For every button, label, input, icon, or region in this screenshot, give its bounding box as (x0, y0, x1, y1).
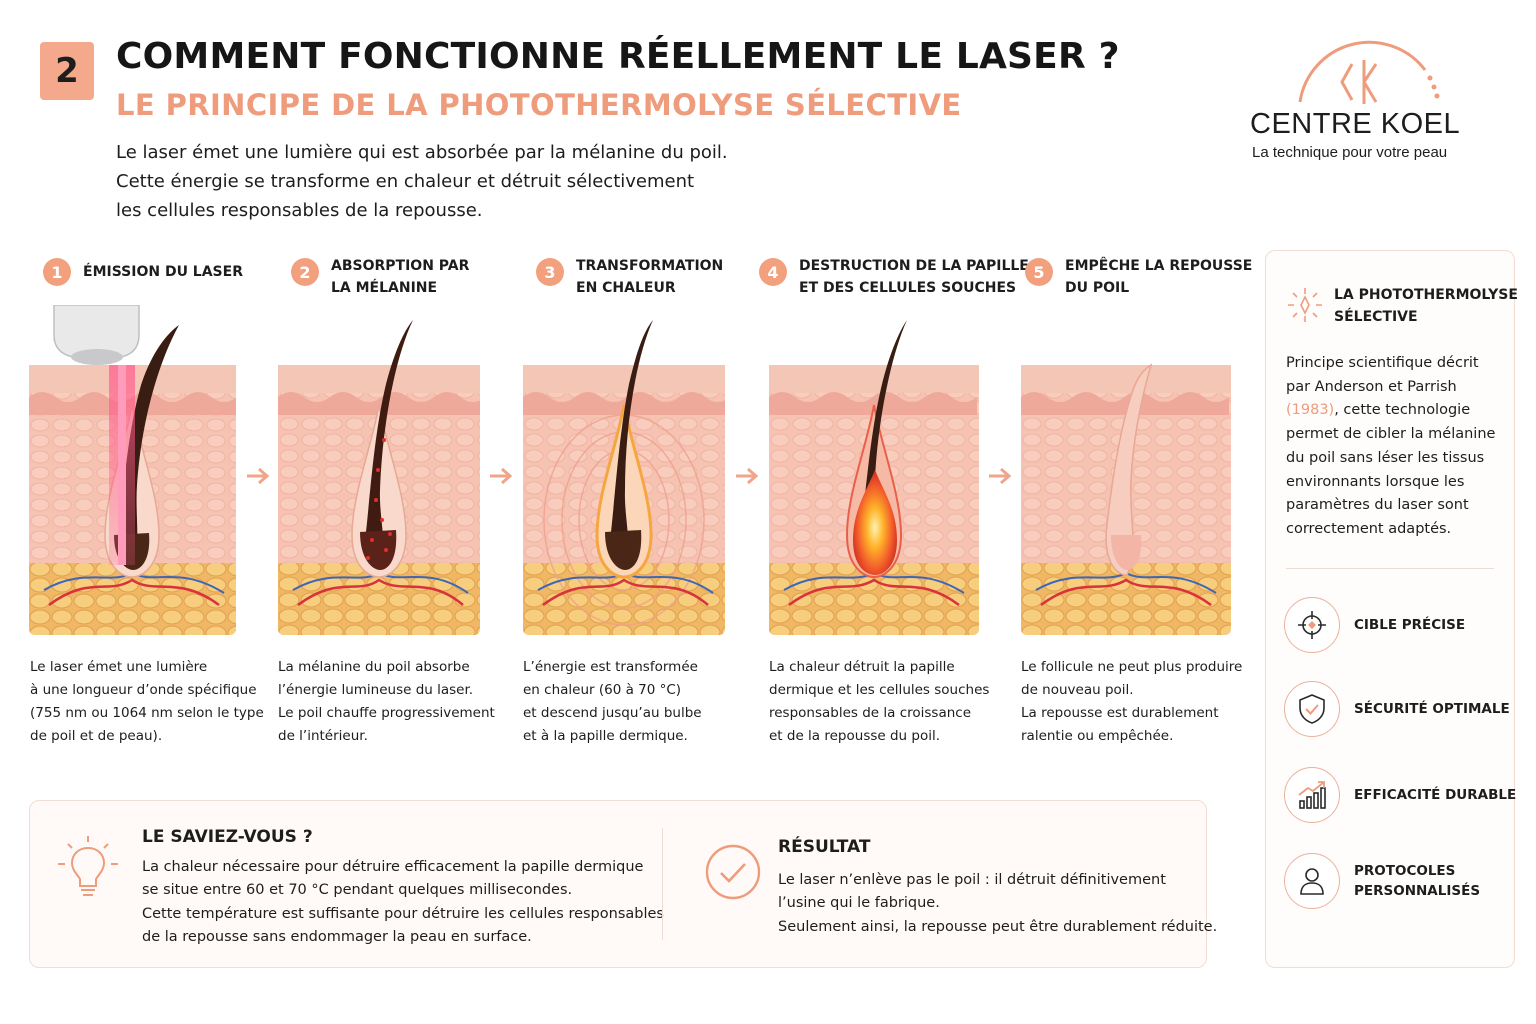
sidebar-divider (1286, 568, 1494, 569)
info-box-divider (662, 828, 663, 940)
result-text: Le laser n’enlève pas le poil : il détru… (778, 872, 1218, 935)
feature-label: EFFICACITÉ DURABLE (1354, 787, 1517, 803)
shield-check-icon (1284, 681, 1340, 737)
feature-precise-target: CIBLE PRÉCISE (1284, 597, 1465, 653)
feature-efficacy: EFFICACITÉ DURABLE (1284, 767, 1516, 823)
step-number: 4 (759, 258, 787, 286)
feature-label: CIBLE PRÉCISE (1354, 617, 1466, 633)
growth-chart-icon (1284, 767, 1340, 823)
logo-tagline: La technique pour votre peau (1252, 144, 1448, 161)
step-number: 5 (1025, 258, 1053, 286)
step-number: 1 (43, 258, 71, 286)
step-1-header: 1 ÉMISSION DU LASER (43, 258, 243, 286)
arrow-right-icon (490, 467, 513, 485)
result-title: RÉSULTAT (778, 837, 871, 857)
step-4-illustration (769, 320, 979, 635)
info-box (29, 800, 1207, 968)
feature-label: SÉCURITÉ OPTIMALE (1354, 701, 1510, 717)
year-highlight: (1983) (1286, 402, 1335, 419)
arrow-right-icon (247, 467, 270, 485)
light-burst-icon (1288, 288, 1322, 322)
step-5-illustration (1021, 320, 1231, 635)
centre-koel-logo-icon (1298, 40, 1440, 104)
step-number: 3 (536, 258, 564, 286)
step-1-illustration (29, 305, 236, 635)
arrow-right-icon (989, 467, 1012, 485)
sidebar-text: Principe scientifique décrit par Anderso… (1286, 355, 1496, 537)
user-icon (1284, 853, 1340, 909)
step-2-illustration (278, 320, 480, 635)
lightbulb-icon (58, 836, 118, 896)
did-you-know-text: La chaleur nécessaire pour détruire effi… (142, 859, 664, 945)
step-number: 2 (291, 258, 319, 286)
page-subtitle: LE PRINCIPE DE LA PHOTOTHERMOLYSE SÉLECT… (116, 88, 962, 122)
step-3-illustration (523, 320, 725, 635)
check-circle-icon (705, 844, 761, 900)
feature-safety: SÉCURITÉ OPTIMALE (1284, 681, 1510, 737)
logo-name: CENTRE KOEL (1250, 108, 1461, 140)
did-you-know-title: LE SAVIEZ-VOUS ? (142, 827, 313, 847)
section-number-badge: 2 (40, 42, 94, 100)
page-title: COMMENT FONCTIONNE RÉELLEMENT LE LASER ? (116, 36, 1120, 77)
intro-paragraph: Le laser émet une lumière qui est absorb… (116, 142, 728, 221)
step-title: ÉMISSION DU LASER (83, 264, 243, 280)
arrow-right-icon (736, 467, 759, 485)
target-icon (1284, 597, 1340, 653)
